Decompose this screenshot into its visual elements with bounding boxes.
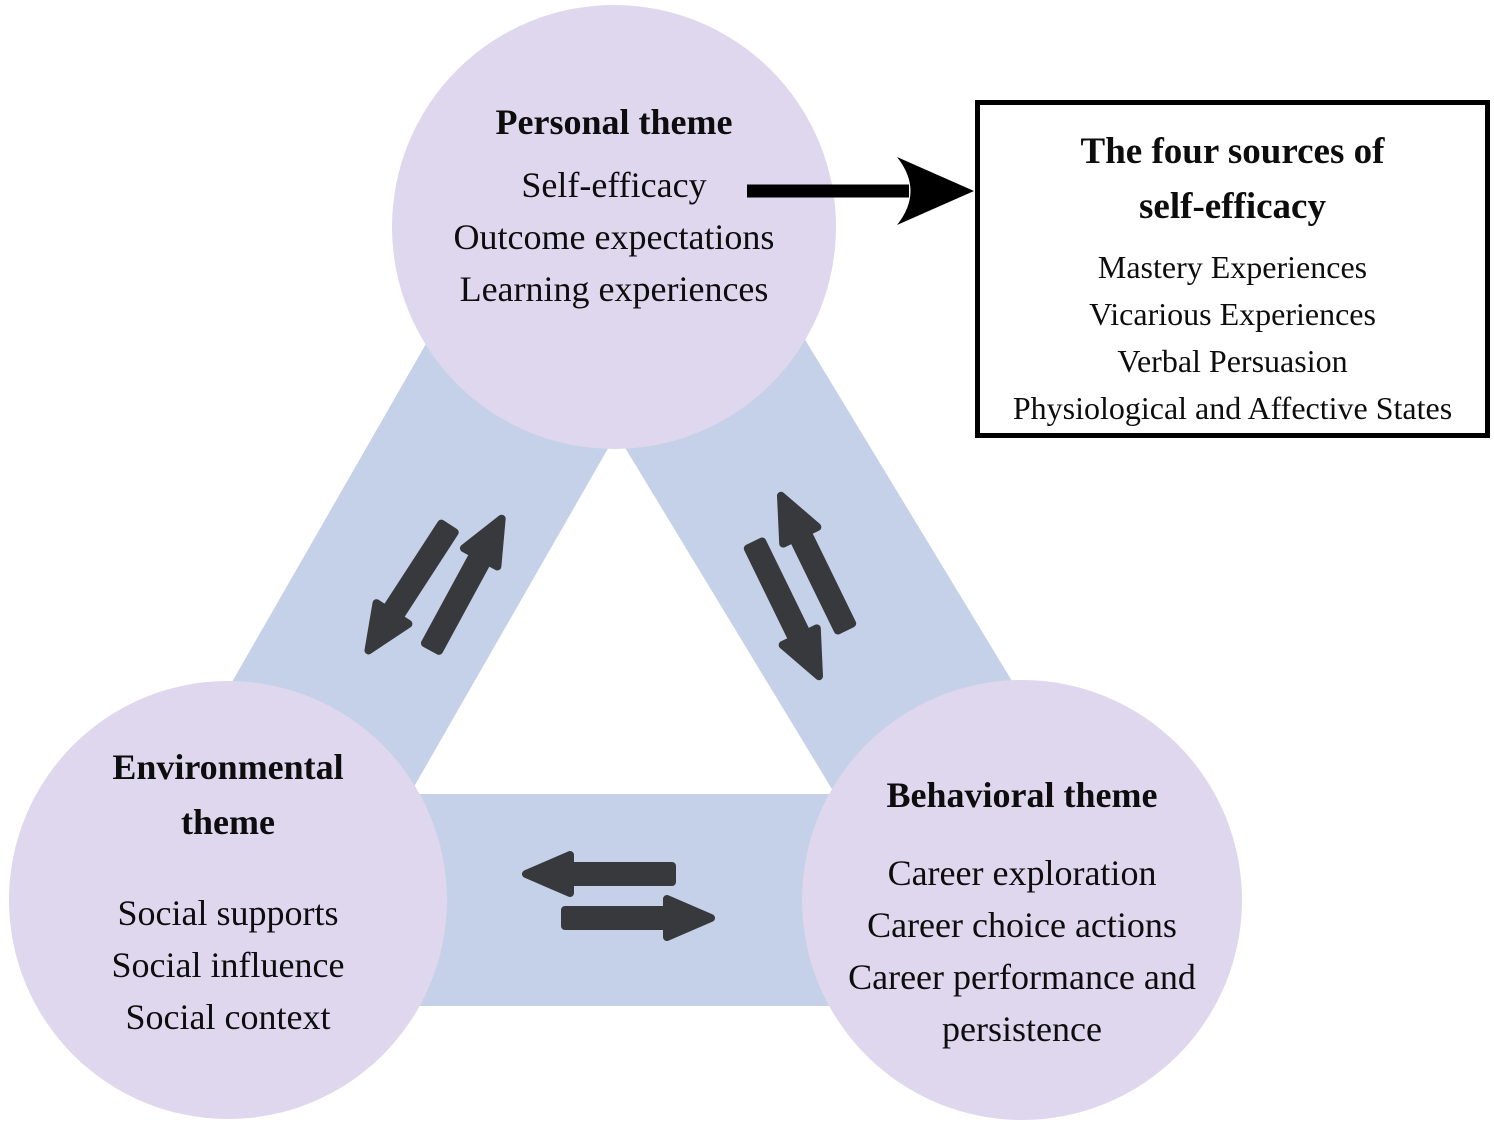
environmental-theme-circle <box>9 681 447 1119</box>
behavioral-theme-items: Career exploration Career choice actions… <box>792 847 1252 1055</box>
callout-arrow-shaft <box>747 184 909 198</box>
environmental-item: Social context <box>125 997 331 1037</box>
behavioral-item: Career choice actions <box>867 905 1177 945</box>
personal-theme-items: Self-efficacy Outcome expectations Learn… <box>374 159 854 315</box>
behavioral-theme-title: Behavioral theme <box>886 775 1158 815</box>
four-sources-callout-box: The four sources of self-efficacy Master… <box>975 100 1490 438</box>
callout-item: Verbal Persuasion <box>1117 343 1348 379</box>
environmental-item: Social supports <box>117 893 339 933</box>
callout-arrow-head-icon <box>897 157 974 225</box>
personal-item: Self-efficacy <box>521 165 707 205</box>
environmental-item: Social influence <box>111 945 345 985</box>
behavioral-theme-circle <box>802 680 1242 1120</box>
callout-item: Mastery Experiences <box>1097 249 1368 285</box>
personal-item: Learning experiences <box>459 269 769 309</box>
callout-items: Mastery Experiences Vicarious Experience… <box>980 244 1485 432</box>
behavioral-theme-node: Behavioral theme Career exploration Care… <box>792 769 1252 1055</box>
callout-item: Vicarious Experiences <box>1089 296 1376 332</box>
personal-item: Outcome expectations <box>453 217 775 257</box>
environmental-theme-title: Environmental theme <box>0 740 456 850</box>
behavioral-item: Career performance and persistence <box>848 957 1196 1049</box>
personal-theme-circle <box>392 5 836 449</box>
callout-title-line: self-efficacy <box>1139 186 1326 227</box>
behavioral-item: Career exploration <box>887 853 1157 893</box>
environmental-title-line: Environmental <box>112 747 344 787</box>
environmental-theme-items: Social supports Social influence Social … <box>0 887 456 1043</box>
personal-theme-title: Personal theme <box>495 102 733 142</box>
callout-item: Physiological and Affective States <box>1012 390 1453 426</box>
callout-title: The four sources of self-efficacy <box>980 124 1485 234</box>
environmental-theme-node: Environmental theme Social supports Soci… <box>0 740 456 1043</box>
personal-theme-node: Personal theme Self-efficacy Outcome exp… <box>374 96 854 315</box>
environmental-title-line: theme <box>181 802 275 842</box>
callout-title-line: The four sources of <box>1080 131 1385 172</box>
